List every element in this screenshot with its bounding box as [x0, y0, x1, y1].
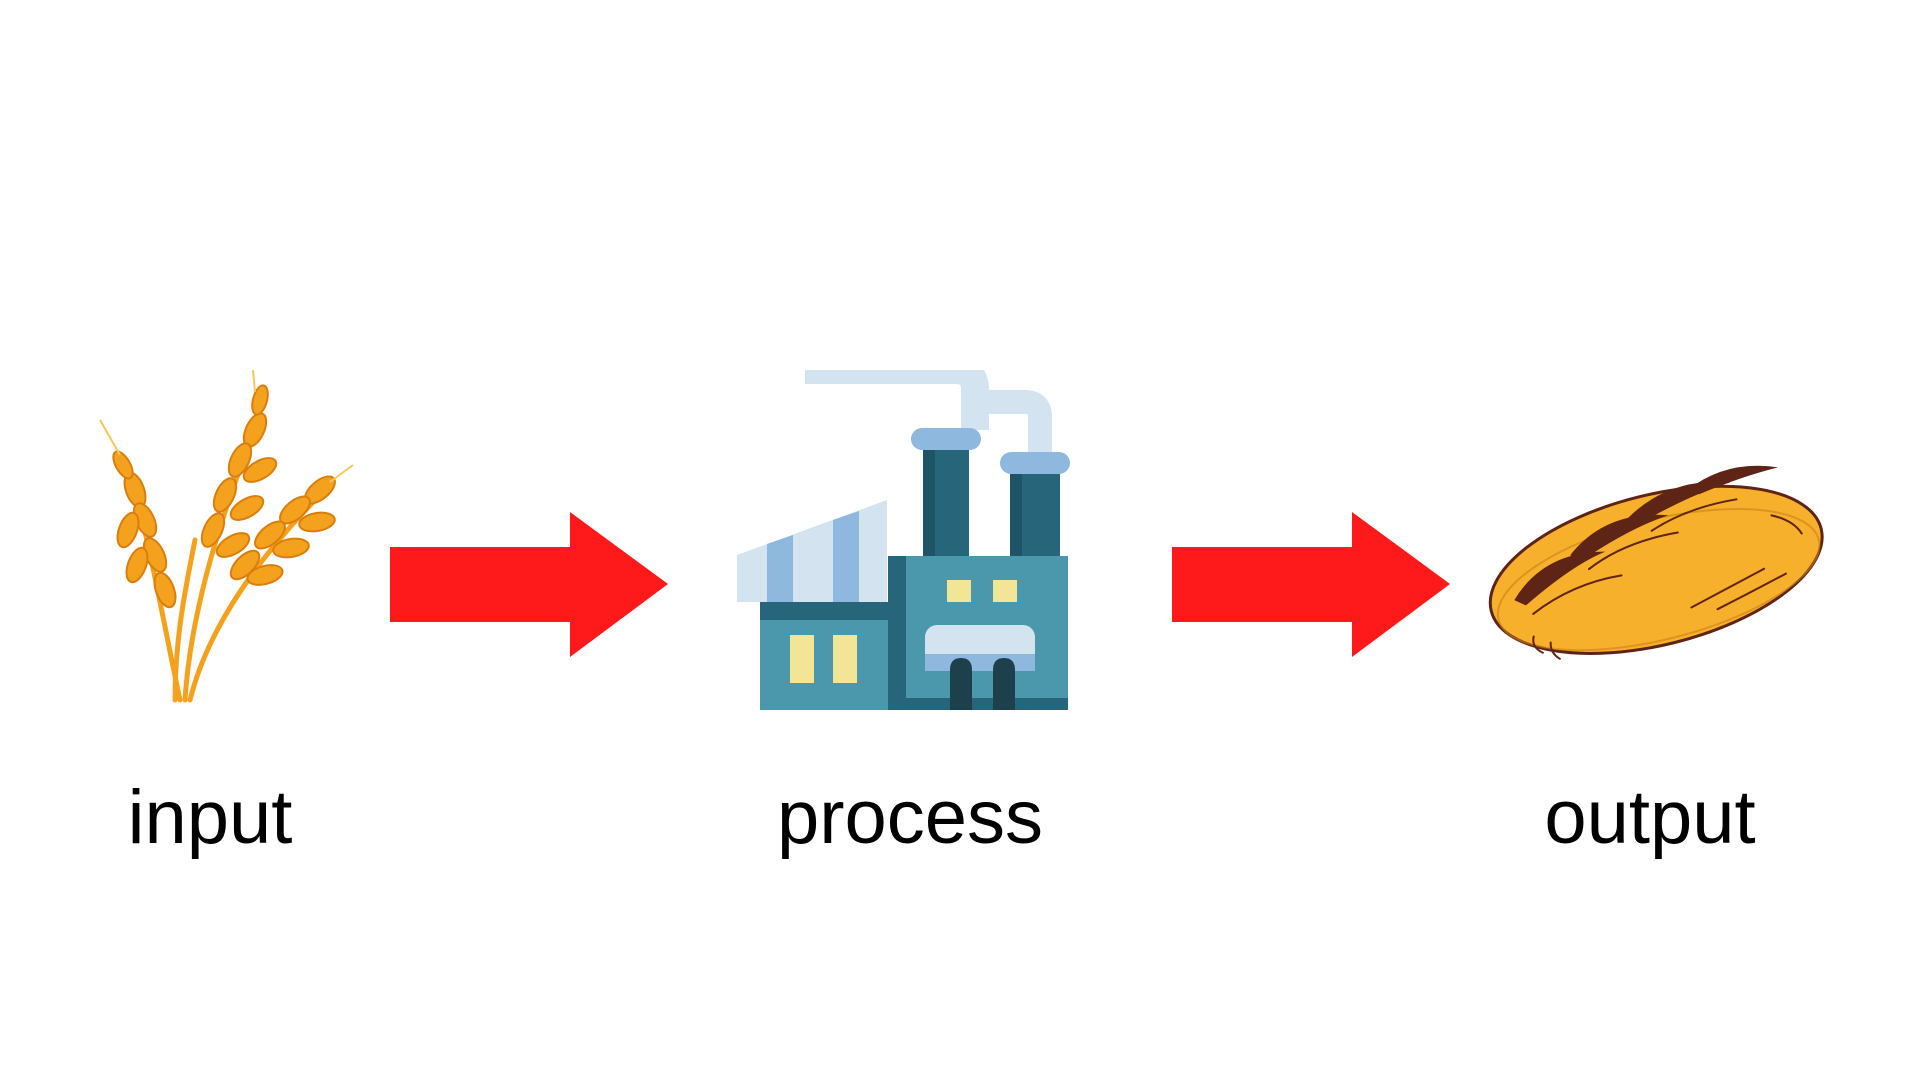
output-label: output — [1544, 775, 1756, 860]
arrow-right-icon — [1172, 512, 1450, 657]
arrow-right-icon — [390, 512, 668, 657]
factory-icon — [737, 370, 1070, 710]
process-label: process — [776, 775, 1044, 860]
bread-icon — [1488, 465, 1824, 660]
input-label: input — [127, 775, 293, 860]
wheat-icon — [99, 370, 354, 703]
